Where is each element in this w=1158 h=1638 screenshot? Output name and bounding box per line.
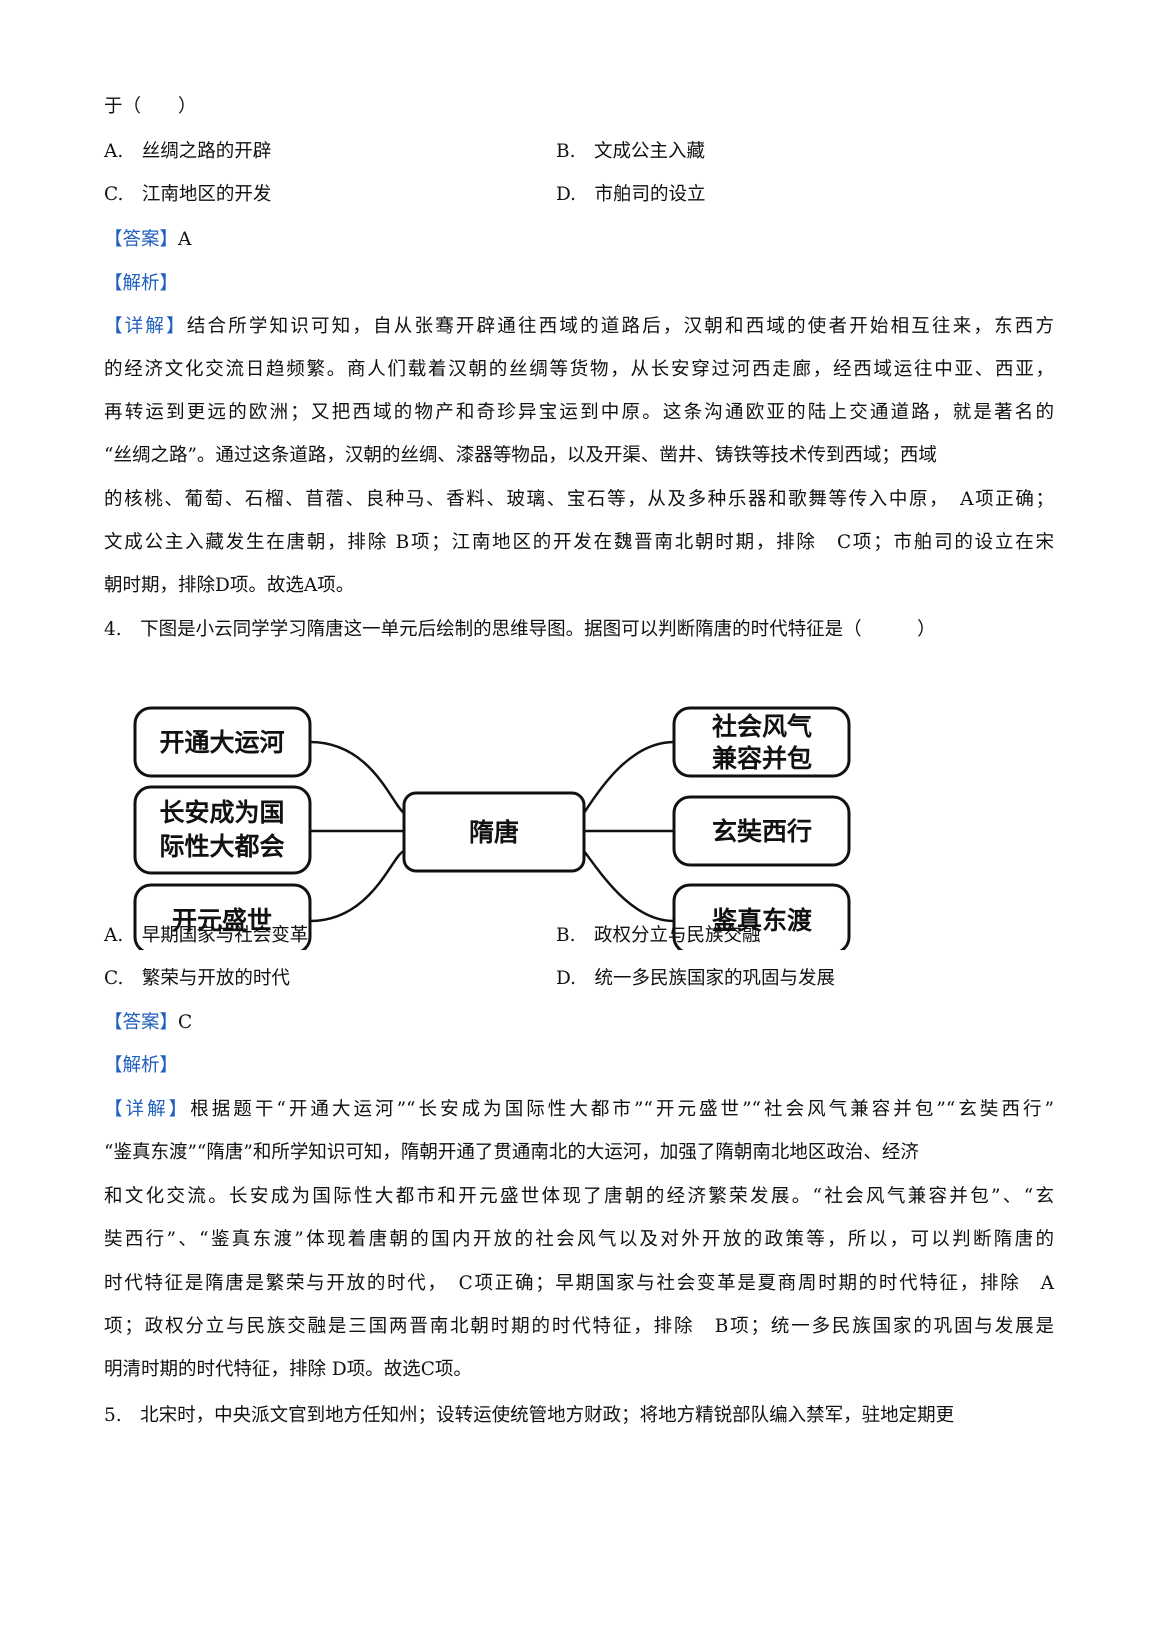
answer-tag: 【答案】 bbox=[104, 1012, 179, 1033]
question-stem-tail: 于（ ） bbox=[104, 96, 197, 117]
option-b: B. 政权分立与民族交融 bbox=[556, 925, 761, 946]
mind-map: 开通大运河 长安成为国 际性大都会 开元盛世 隋唐 社会风气 兼容并包 玄奘西行… bbox=[133, 706, 851, 950]
answer-line: 【答案】C bbox=[104, 1011, 192, 1035]
option-d: D. 市舶司的设立 bbox=[556, 184, 706, 205]
detail-line: 【详解】根据题干“开通大运河”“长安成为国际性大都市”“开元盛世”“社会风气兼容… bbox=[104, 1098, 1054, 1122]
mind-map-label: 鉴真东渡 bbox=[711, 906, 813, 935]
answer-line: 【答案】A bbox=[104, 228, 191, 252]
mind-map-box-customs bbox=[672, 706, 851, 778]
answer-tag: 【答案】 bbox=[104, 229, 179, 250]
answer-value: C bbox=[178, 1012, 193, 1033]
analysis-tag: 【解析】 bbox=[104, 1055, 179, 1076]
detail-line: 奘西行”、“鉴真东渡”体现着唐朝的国内开放的社会风气以及对外开放的政策等，所以，… bbox=[104, 1229, 1054, 1250]
question-4-stem: 4. 下图是小云同学学习隋唐这一单元后绘制的思维导图。据图可以判断隋唐的时代特征… bbox=[104, 619, 936, 640]
option-a: A. 早期国家与社会变革 bbox=[104, 925, 309, 946]
mind-map-label: 开通大运河 bbox=[159, 728, 284, 757]
mind-map-connectors bbox=[309, 740, 675, 923]
detail-line: 文成公主入藏发生在唐朝，排除 B项；江南地区的开发在魏晋南北朝时期，排除 C项；… bbox=[104, 532, 1054, 553]
detail-line: 明清时期的时代特征，排除 D项。故选C项。 bbox=[104, 1359, 472, 1380]
mind-map-box-xuanzang bbox=[672, 795, 851, 867]
mind-map-label: 玄奘西行 bbox=[712, 817, 812, 846]
mind-map-box-kaiyuan bbox=[133, 883, 312, 950]
mind-map-label: 际性大都会 bbox=[159, 832, 284, 861]
detail-line: 【详解】结合所学知识可知，自从张骞开辟通往西域的道路后，汉朝和西域的使者开始相互… bbox=[104, 315, 1054, 339]
question-5-stem: 5. 北宋时，中央派文官到地方任知州；设转运使统管地方财政；将地方精锐部队编入禁… bbox=[104, 1405, 955, 1426]
detail-line: “鉴真东渡”“隋唐”和所学知识可知，隋朝开通了贯通南北的大运河，加强了隋朝南北地… bbox=[104, 1142, 919, 1163]
option-c: C. 江南地区的开发 bbox=[104, 184, 272, 205]
mind-map-label: 社会风气 bbox=[712, 712, 812, 741]
detail-line: 朝时期，排除D项。故选A项。 bbox=[104, 575, 355, 596]
option-c: C. 繁荣与开放的时代 bbox=[104, 968, 290, 989]
detail-line: 项；政权分立与民族交融是三国两晋南北朝时期的时代特征，排除 B项；统一多民族国家… bbox=[104, 1316, 1054, 1337]
mind-map-box-changan bbox=[133, 785, 312, 875]
option-d: D. 统一多民族国家的巩固与发展 bbox=[556, 968, 836, 989]
answer-value: A bbox=[178, 229, 192, 250]
mind-map-box-canal bbox=[133, 706, 312, 778]
detail-line: 的核桃、葡萄、石榴、苜蓿、良种马、香料、玻璃、宝石等，从及多种乐器和歌舞等传入中… bbox=[104, 489, 1054, 510]
detail-line: 再转运到更远的欧洲；又把西域的物产和奇珍异宝运到中原。这条沟通欧亚的陆上交通道路… bbox=[104, 402, 1054, 423]
mind-map-center-box bbox=[402, 791, 586, 873]
detail-line: 的经济文化交流日趋频繁。商人们载着汉朝的丝绸等货物，从长安穿过河西走廊，经西域运… bbox=[104, 359, 1054, 380]
detail-text: 结合所学知识可知，自从张骞开辟通往西域的道路后，汉朝和西域的使者开始相互往来，东… bbox=[186, 316, 1054, 337]
analysis-tag: 【解析】 bbox=[104, 273, 179, 294]
mind-map-label: 开元盛世 bbox=[172, 906, 272, 935]
mind-map-center-label: 隋唐 bbox=[469, 818, 519, 847]
detail-tag: 【详解】 bbox=[104, 316, 187, 337]
option-b: B. 文成公主入藏 bbox=[556, 141, 705, 162]
detail-line: 和文化交流。长安成为国际性大都市和开元盛世体现了唐朝的经济繁荣发展。“社会风气兼… bbox=[104, 1186, 1054, 1207]
mind-map-label: 长安成为国 bbox=[159, 798, 284, 827]
detail-tag: 【详解】 bbox=[104, 1099, 191, 1120]
detail-line: “丝绸之路”。通过这条道路，汉朝的丝绸、漆器等物品，以及开渠、凿井、铸铁等技术传… bbox=[104, 445, 937, 466]
mind-map-box-jianzhen bbox=[672, 883, 851, 950]
option-a: A. 丝绸之路的开辟 bbox=[104, 141, 272, 162]
mind-map-label: 兼容并包 bbox=[712, 744, 812, 773]
detail-line: 时代特征是隋唐是繁荣与开放的时代， C项正确；早期国家与社会变革是夏商周时期的时… bbox=[104, 1273, 1054, 1294]
detail-text: 根据题干“开通大运河”“长安成为国际性大都市”“开元盛世”“社会风气兼容并包”“… bbox=[190, 1099, 1054, 1120]
